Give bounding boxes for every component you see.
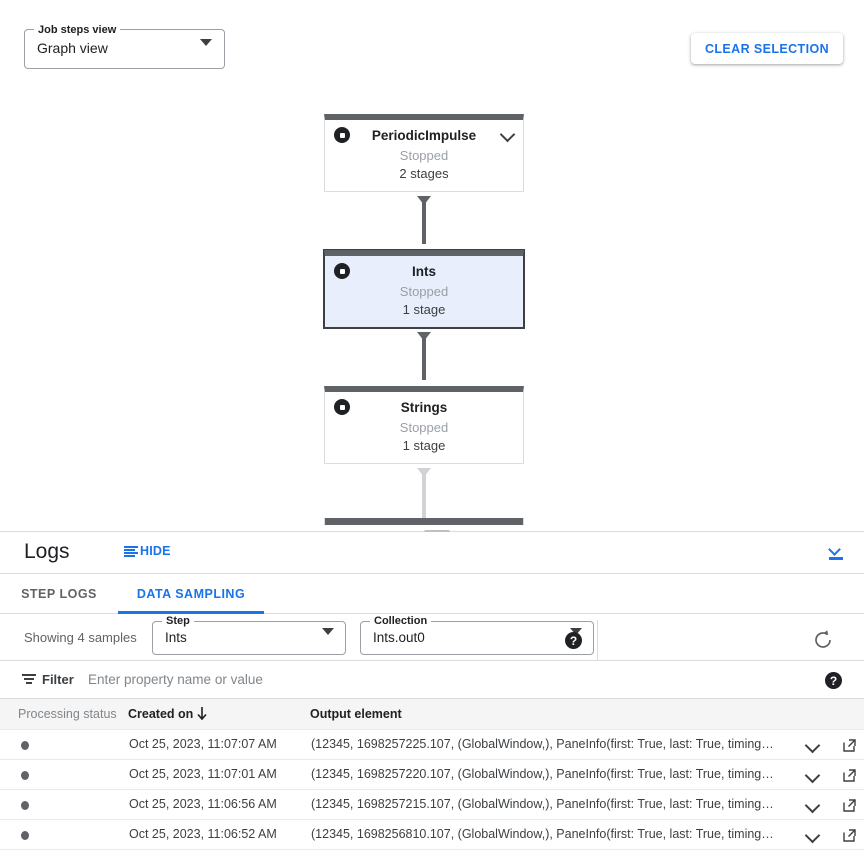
node-status: Stopped	[399, 148, 449, 163]
samples-table-body: Oct 25, 2023, 11:07:07 AM (12345, 169825…	[0, 730, 864, 850]
node-stages: 2 stages	[399, 166, 449, 181]
table-row[interactable]: Oct 25, 2023, 11:06:56 AM (12345, 169825…	[0, 790, 864, 820]
collection-select-value: Ints.out0	[373, 630, 425, 645]
hide-logs-label: HIDE	[140, 544, 171, 558]
row-output-element: (12345, 1698256810.107, (GlobalWindow,),…	[311, 827, 774, 841]
data-sampling-controls: Showing 4 samples Step Ints Collection I…	[0, 614, 864, 661]
collection-select-label: Collection	[370, 615, 432, 628]
collapse-panel-icon[interactable]	[826, 543, 846, 563]
expand-row-chevron-icon[interactable]	[806, 799, 820, 813]
node-stages: 1 stage	[402, 438, 446, 453]
filter-icon	[22, 674, 36, 685]
stop-status-icon	[334, 127, 350, 143]
open-in-new-icon[interactable]	[842, 798, 857, 813]
expand-row-chevron-icon[interactable]	[806, 739, 820, 753]
row-created-on: Oct 25, 2023, 11:07:07 AM	[129, 737, 277, 751]
hide-logs-button[interactable]: HIDE	[124, 544, 171, 558]
node-title: Ints	[411, 263, 436, 279]
stop-status-icon	[334, 263, 350, 279]
graph-node-periodicimpulse[interactable]: PeriodicImpulse Stopped 2 stages	[324, 114, 524, 192]
samples-table-header: Processing status Created on Output elem…	[0, 699, 864, 730]
open-in-new-icon[interactable]	[842, 738, 857, 753]
sampling-divider	[597, 620, 598, 660]
tab-step-logs[interactable]: STEP LOGS	[21, 587, 97, 601]
open-in-new-icon[interactable]	[842, 768, 857, 783]
logs-tabs: STEP LOGS DATA SAMPLING	[0, 574, 864, 614]
row-output-element: (12345, 1698257225.107, (GlobalWindow,),…	[311, 737, 774, 751]
clear-selection-button[interactable]: CLEAR SELECTION	[690, 33, 843, 64]
status-dot-icon	[21, 741, 29, 750]
chevron-down-icon[interactable]	[502, 129, 514, 141]
step-select-value: Ints	[165, 630, 187, 645]
job-steps-view-value: Graph view	[37, 40, 108, 56]
job-steps-view-select[interactable]: Job steps view Graph view	[24, 23, 225, 69]
caret-down-icon	[322, 628, 334, 653]
node-status: Stopped	[399, 284, 449, 299]
collection-help-icon[interactable]: ?	[565, 632, 582, 649]
graph-edge-3	[422, 472, 426, 518]
graph-edge-1-arrow	[417, 196, 431, 205]
refresh-icon[interactable]	[812, 629, 834, 651]
caret-down-icon	[200, 39, 212, 64]
status-dot-icon	[21, 801, 29, 810]
row-output-element: (12345, 1698257220.107, (GlobalWindow,),…	[311, 767, 774, 781]
showing-samples-text: Showing 4 samples	[24, 630, 137, 645]
node-stages: 1 stage	[402, 302, 446, 317]
column-header-output-element[interactable]: Output element	[310, 707, 402, 721]
filter-input[interactable]	[86, 671, 766, 688]
expand-row-chevron-icon[interactable]	[806, 829, 820, 843]
graph-node-partial[interactable]	[324, 518, 524, 525]
row-created-on: Oct 25, 2023, 11:06:56 AM	[129, 797, 277, 811]
filter-bar: Filter ?	[0, 661, 864, 699]
step-select[interactable]: Step Ints	[152, 615, 346, 655]
logs-header: Logs HIDE	[0, 532, 864, 574]
logs-title: Logs	[24, 540, 70, 563]
logs-panel: Logs HIDE STEP LOGS DATA SAMPLING Showin…	[0, 532, 864, 856]
graph-edge-2-arrow	[417, 332, 431, 341]
graph-node-strings[interactable]: Strings Stopped 1 stage	[324, 386, 524, 464]
graph-edge-1	[422, 200, 426, 244]
open-in-new-icon[interactable]	[842, 828, 857, 843]
node-title: PeriodicImpulse	[371, 127, 477, 143]
job-steps-view-label: Job steps view	[34, 23, 121, 37]
graph-node-ints[interactable]: Ints Stopped 1 stage	[324, 250, 524, 328]
tab-data-sampling[interactable]: DATA SAMPLING	[118, 574, 264, 614]
filter-label: Filter	[42, 672, 74, 687]
row-created-on: Oct 25, 2023, 11:06:52 AM	[129, 827, 277, 841]
row-created-on: Oct 25, 2023, 11:07:01 AM	[129, 767, 277, 781]
table-row[interactable]: Oct 25, 2023, 11:07:01 AM (12345, 169825…	[0, 760, 864, 790]
table-row[interactable]: Oct 25, 2023, 11:07:07 AM (12345, 169825…	[0, 730, 864, 760]
node-header: Ints	[325, 256, 523, 286]
node-status: Stopped	[399, 420, 449, 435]
status-dot-icon	[21, 771, 29, 780]
sort-descending-icon[interactable]	[196, 706, 208, 721]
node-header: Strings	[325, 392, 523, 422]
job-graph-panel: Job steps view Graph view CLEAR SELECTIO…	[0, 0, 864, 531]
node-header: PeriodicImpulse	[325, 120, 523, 150]
stop-status-icon	[334, 399, 350, 415]
step-select-label: Step	[162, 615, 194, 628]
collection-select[interactable]: Collection Ints.out0	[360, 615, 594, 655]
status-dot-icon	[21, 831, 29, 840]
graph-edge-2	[422, 336, 426, 380]
expand-row-chevron-icon[interactable]	[806, 769, 820, 783]
row-output-element: (12345, 1698257215.107, (GlobalWindow,),…	[311, 797, 774, 811]
list-lines-icon	[124, 545, 138, 557]
table-row[interactable]: Oct 25, 2023, 11:06:52 AM (12345, 169825…	[0, 820, 864, 850]
filter-help-icon[interactable]: ?	[825, 672, 842, 689]
node-title: Strings	[400, 399, 448, 415]
graph-edge-3-arrow	[417, 468, 431, 477]
column-header-created-on[interactable]: Created on	[128, 707, 194, 721]
column-header-processing-status[interactable]: Processing status	[18, 707, 117, 721]
